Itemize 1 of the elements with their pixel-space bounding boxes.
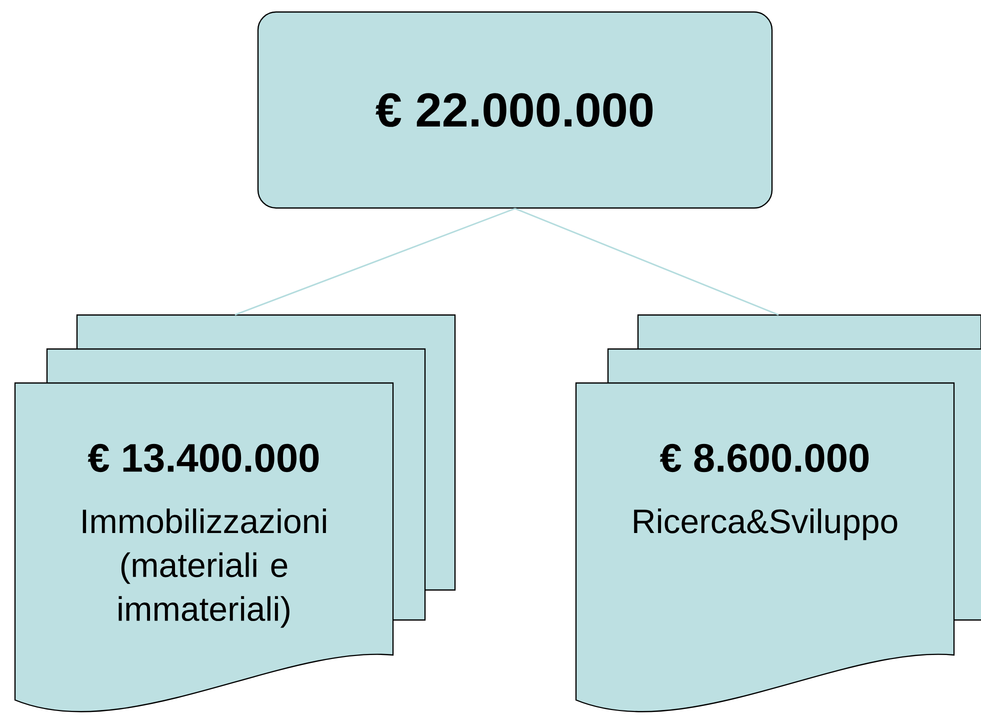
rounded-box: € 22.000.000 [257,11,773,209]
